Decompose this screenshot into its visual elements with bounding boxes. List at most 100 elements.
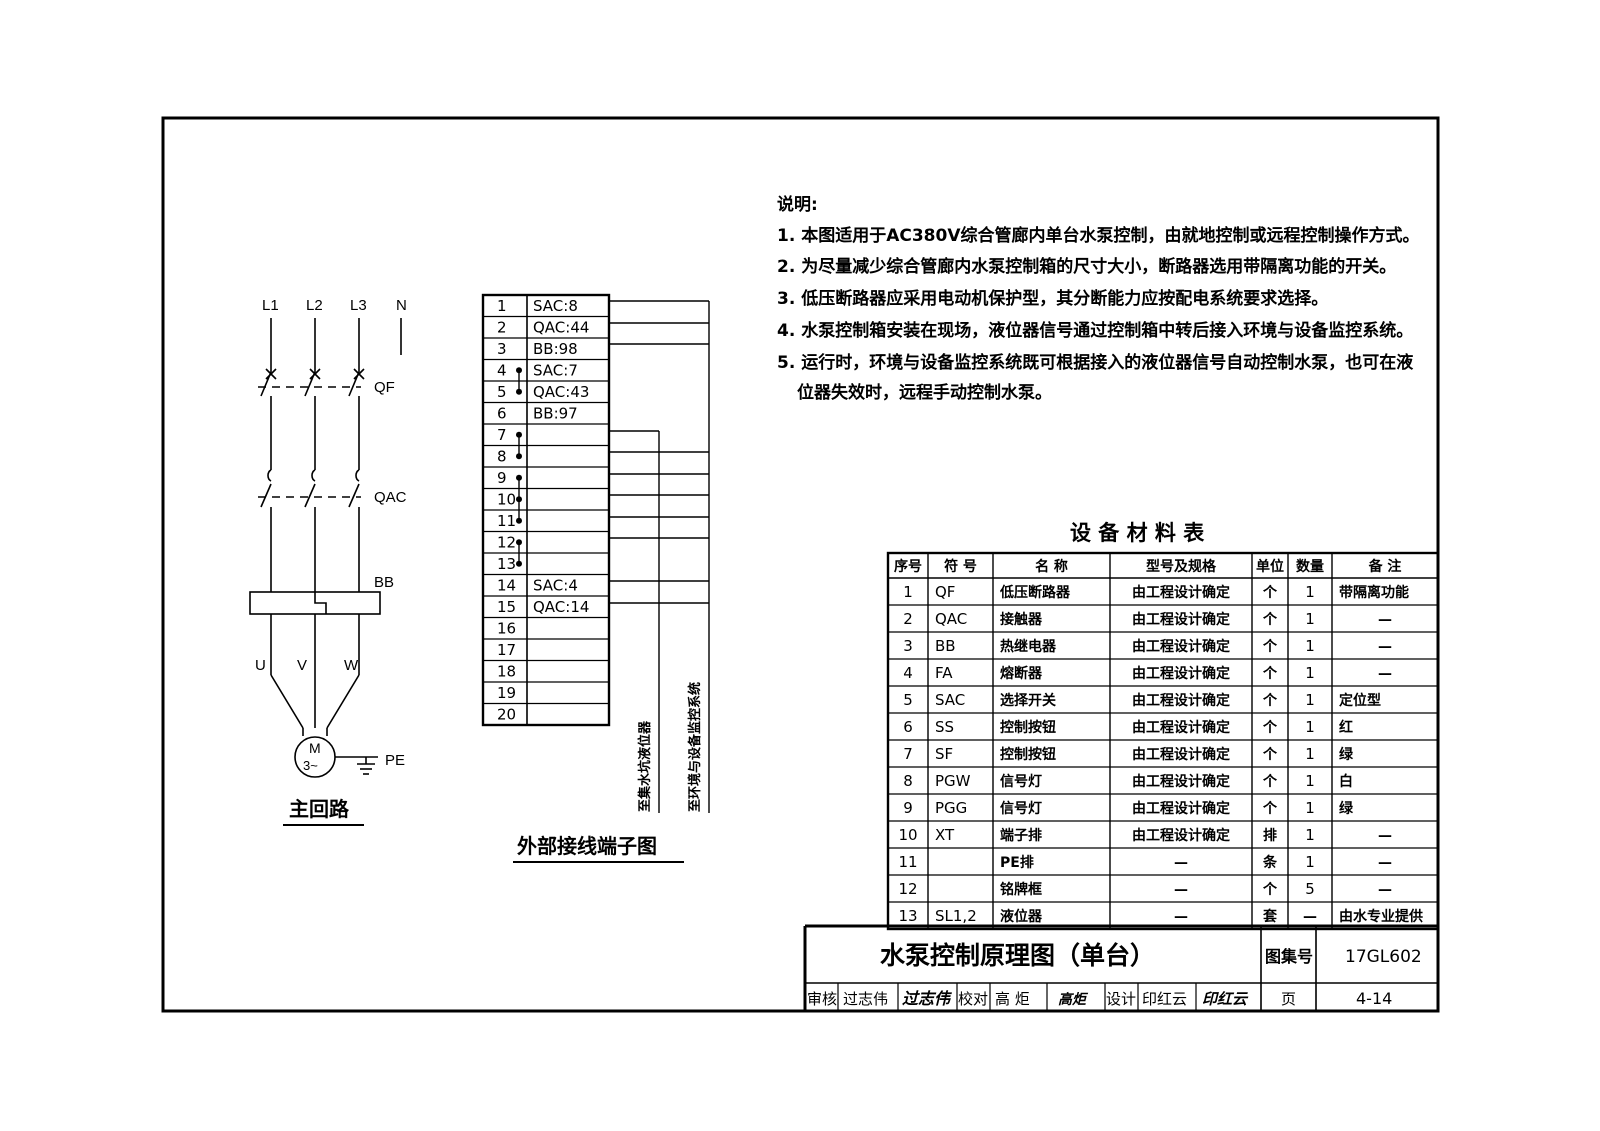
table-cell: 条 [1262, 854, 1278, 871]
terminal-label: QAC:43 [533, 383, 589, 401]
note-item-2: 2. 为尽量减少综合管廊内水泵控制箱的尺寸大小，断路器选用带隔离功能的开关。 [777, 256, 1396, 277]
motor-leads [270, 674, 360, 736]
table-cell: 7 [903, 745, 913, 763]
table-cell: PGG [935, 799, 967, 817]
table-cell: — [1174, 882, 1188, 898]
table-cell: 铭牌框 [1000, 881, 1042, 898]
table-cell: 个 [1262, 638, 1278, 655]
drawing-title: 水泵控制原理图（单台） [880, 941, 1155, 970]
table-cell: 1 [1305, 583, 1315, 601]
table-header-cell: 型号及规格 [1146, 558, 1217, 575]
terminal-jumper-dot [516, 367, 522, 374]
table-cell: 由工程设计确定 [1132, 746, 1230, 763]
table-cell: 个 [1262, 611, 1278, 628]
terminal-jumper-dot [516, 517, 522, 524]
phase-label-n: N [396, 297, 407, 314]
table-cell: 个 [1262, 881, 1278, 898]
table-cell: QF [935, 583, 955, 601]
atlas-number-label: 图集号 [1265, 947, 1313, 966]
table-cell: 1 [1305, 772, 1315, 790]
note-item-5: 5. 运行时，环境与设备监控系统既可根据接入的液位器信号自动控制水泵，也可在液 [777, 352, 1413, 373]
terminal-number: 1 [497, 297, 507, 315]
terminal-block-caption: 外部接线端子图 [517, 834, 657, 858]
monitoring-system-label: 至环境与设备监控系统 [687, 682, 703, 812]
terminal-number: 11 [497, 512, 516, 530]
table-cell: BB [935, 637, 956, 655]
table-header-cell: 数量 [1296, 558, 1324, 575]
checker-signature: 高炬 [1058, 991, 1089, 1008]
table-cell: 个 [1262, 746, 1278, 763]
table-cell: 由工程设计确定 [1132, 665, 1230, 682]
table-header-cell: 符 号 [943, 558, 977, 575]
table-cell: 由工程设计确定 [1132, 584, 1230, 601]
terminal-jumper-dot [516, 539, 522, 546]
table-cell: 白 [1339, 773, 1353, 790]
reviewer-name: 过志伟 [843, 990, 888, 1008]
table-cell: PE排 [1000, 854, 1034, 871]
note-item-3: 3. 低压断路器应采用电动机保护型，其分断能力应按配电系统要求选择。 [777, 288, 1328, 309]
table-cell: 液位器 [1000, 908, 1043, 925]
table-cell: 定位型 [1339, 692, 1381, 709]
terminal-number: 20 [497, 706, 516, 724]
terminal-jumper-dot [516, 474, 522, 481]
ground-icon [335, 756, 378, 775]
table-cell: 个 [1262, 584, 1278, 601]
bb-label: BB [374, 574, 394, 591]
table-cell: 5 [1305, 880, 1315, 898]
table-cell: — [1378, 882, 1392, 898]
qac-label: QAC [374, 489, 407, 506]
table-cell: — [1378, 612, 1392, 628]
table-cell: 套 [1263, 908, 1277, 925]
phase-label-l3: L3 [350, 297, 367, 314]
notes-heading: 说明: [777, 194, 818, 215]
table-cell: 6 [903, 718, 913, 736]
table-cell: 带隔离功能 [1339, 584, 1409, 601]
table-cell: 个 [1262, 719, 1278, 736]
table-cell: 9 [903, 799, 913, 817]
table-cell: 选择开关 [1000, 692, 1056, 709]
main-circuit-caption: 主回路 [289, 797, 350, 821]
table-header-cell: 单位 [1256, 558, 1284, 575]
table-cell: — [1378, 639, 1392, 655]
terminal-label: BB:97 [533, 405, 578, 423]
note-item-5-cont: 位器失效时，远程手动控制水泵。 [797, 382, 1052, 403]
terminal-block-frame [481, 293, 611, 727]
table-header-cell: 备 注 [1368, 558, 1402, 575]
phase-label-l1: L1 [262, 297, 279, 314]
table-cell: 个 [1262, 800, 1278, 817]
sheet-border [161, 116, 1440, 1013]
table-cell: 1 [1305, 718, 1315, 736]
table-cell: 信号灯 [1000, 800, 1042, 817]
terminal-jumper-dot [516, 388, 522, 395]
table-cell: 5 [903, 691, 913, 709]
table-cell: — [1174, 855, 1188, 871]
table-cell: 绿 [1339, 746, 1354, 763]
table-cell: FA [935, 664, 953, 682]
table-cell: 10 [898, 826, 917, 844]
table-cell: SAC [935, 691, 965, 709]
table-header-cell: 名 称 [1035, 558, 1068, 575]
terminal-number: 18 [497, 663, 516, 681]
table-cell: 排 [1263, 827, 1277, 844]
reviewer-signature: 过志伟 [902, 989, 952, 1008]
page-number: 4-14 [1356, 989, 1392, 1008]
table-cell: 1 [903, 583, 913, 601]
table-cell: 绿 [1339, 800, 1354, 817]
table-cell: 8 [903, 772, 913, 790]
table-cell: — [1303, 909, 1317, 925]
terminal-number: 14 [497, 577, 516, 595]
check-label: 校对 [958, 990, 988, 1008]
terminal-number: 15 [497, 598, 516, 616]
table-frame [886, 551, 1440, 931]
output-label-u: U [255, 657, 266, 674]
table-cell: — [1378, 828, 1392, 844]
table-cell: 控制按钮 [1000, 719, 1056, 736]
terminal-number: 12 [497, 534, 516, 552]
table-cell: 低压断路器 [999, 584, 1071, 601]
table-cell: 熔断器 [1000, 665, 1043, 682]
notes-block: 说明: 1. 本图适用于AC380V综合管廊内单台水泵控制，由就地控制或远程控制… [777, 194, 1419, 403]
output-label-w: W [344, 657, 359, 674]
table-cell: 1 [1305, 853, 1315, 871]
terminal-jumper-dot [516, 560, 522, 567]
